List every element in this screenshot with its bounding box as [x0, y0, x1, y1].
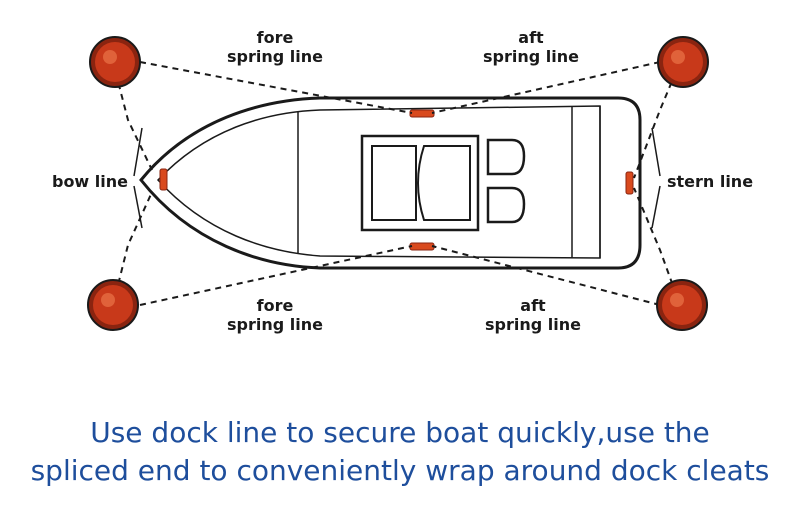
bow-cleat [159, 168, 168, 191]
stern-cleat [625, 171, 634, 195]
dock-lines [112, 61, 681, 306]
top-cleat [409, 109, 435, 118]
dock-cleat-bottom-left [87, 279, 139, 331]
dock-cleat-top-left [89, 36, 141, 88]
seat-bottom [486, 186, 526, 224]
console-outer [360, 134, 480, 232]
label-aft-spring-bottom: aft spring line [485, 296, 581, 334]
fore-spring-top [139, 61, 413, 114]
label-aft-spring-top: aft spring line [483, 28, 579, 66]
label-stern-line: stern line [666, 172, 754, 191]
bow-line-lower [112, 191, 153, 306]
console-window-right [417, 145, 471, 221]
console-window-left [371, 145, 417, 221]
bow-line-upper [112, 61, 153, 171]
stern-line-lower [633, 187, 681, 306]
hull-outline [139, 96, 642, 270]
label-fore-spring-top: fore spring line [227, 28, 323, 66]
boat [139, 96, 642, 270]
bottom-cleat [409, 242, 435, 251]
fore-spring-bottom [139, 245, 413, 306]
caption-line-2: spliced end to conveniently wrap around … [30, 454, 770, 487]
label-fore-spring-bottom: fore spring line [227, 296, 323, 334]
label-bow-line: bow line [51, 172, 128, 191]
stern-line-upper [633, 61, 681, 179]
hull-inner-line [156, 105, 601, 259]
seat-top [486, 138, 526, 176]
dock-cleats [87, 36, 709, 331]
leader-lines [133, 127, 661, 229]
aft-spring-top [431, 61, 661, 114]
dock-cleat-bottom-right [656, 279, 708, 331]
caption-line-1: Use dock line to secure boat quickly,use… [90, 416, 710, 449]
dock-cleat-top-right [657, 36, 709, 88]
